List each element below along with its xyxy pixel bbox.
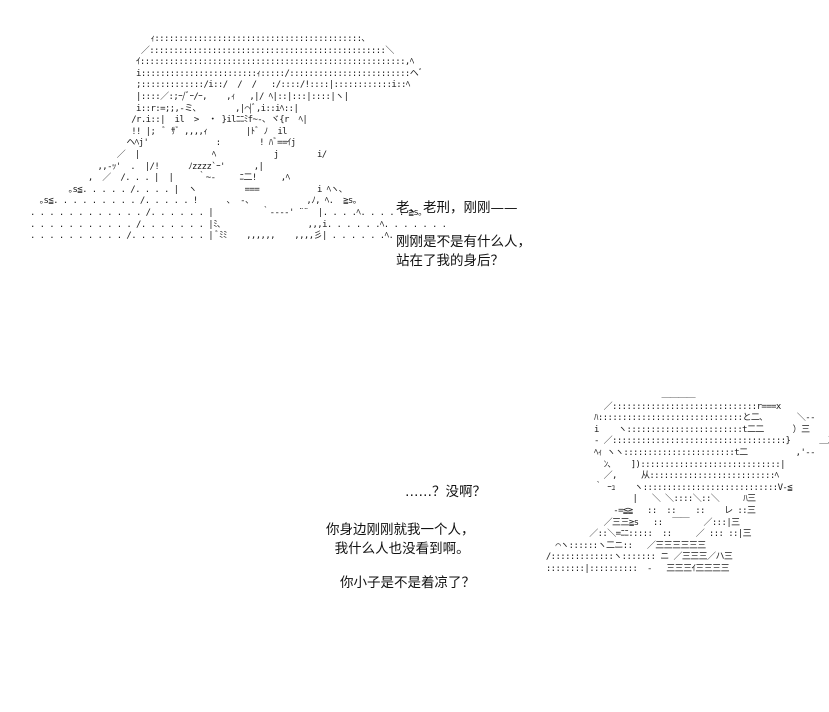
top-ascii-figure: ｨ:::::::::::::::::::::::::::::::::::::::… [30, 34, 452, 242]
bottom-dialogue-line-2: 你身边刚刚就我一个人， 我什么人也没看到啊。 [326, 522, 475, 557]
top-dialogue-line-1: 老、老刑，刚刚—— [396, 200, 518, 216]
top-dialogue-line-2: 刚刚是不是有什么人， 站在了我的身后？ [396, 234, 531, 269]
bottom-dialogue-line-1: ……？没啊？ [405, 484, 486, 500]
bottom-ascii-figure: ＿＿＿＿ ／::::::::::::::::::::::::::::::r===… [545, 390, 829, 574]
bottom-dialogue-line-3: 你小子是不是着凉了？ [340, 575, 475, 591]
